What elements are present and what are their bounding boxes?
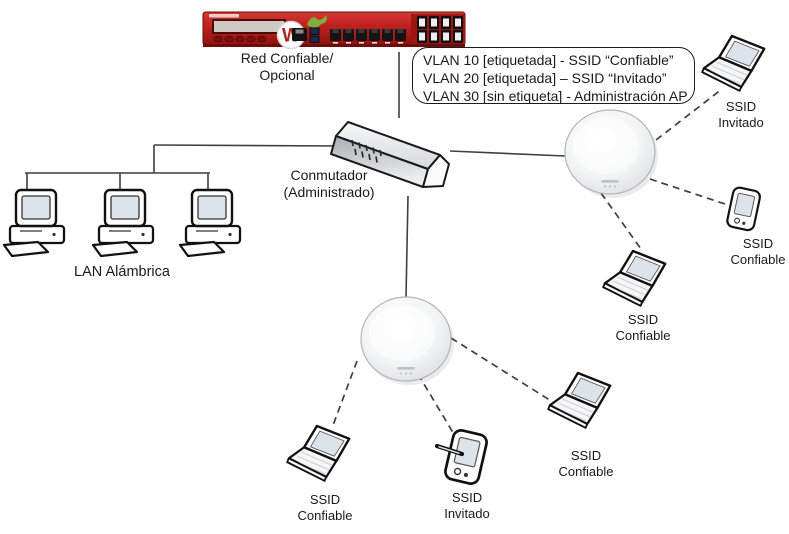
laptop-icon (546, 371, 612, 430)
endpoint-label-laptop-mid-right: SSID Confiable (615, 312, 671, 343)
firewall-port-block (417, 16, 463, 43)
endpoint-label-phone-bottom: SSID Invitado (444, 490, 490, 521)
link-switch-lan (153, 144, 345, 147)
firewall-ethernet-ports (330, 29, 406, 44)
lan-label: LAN Alámbrica (74, 264, 170, 280)
link-switch-ap2 (405, 195, 409, 298)
access-point-icon (564, 109, 659, 199)
link-switch-ap1 (449, 150, 566, 157)
desktop-pc-icon (2, 188, 66, 258)
firebox-logo-icon (307, 15, 327, 28)
wireless-link-ap1-laptop-top-right (655, 88, 723, 141)
access-point-icon (360, 296, 455, 386)
firewall-buttons (213, 35, 267, 43)
endpoint-label-phone-right: SSID Confiable (730, 236, 786, 267)
firewall-label: Red Confiable/ Opcional (240, 50, 334, 83)
switch-label: Conmutador (Administrado) (283, 167, 375, 200)
firewall-appliance-icon: W (202, 11, 466, 50)
firewall-base (203, 44, 465, 47)
laptop-icon (601, 249, 667, 308)
vlan-note: VLAN 10 [etiquetada] - SSID “Confiable” … (412, 47, 695, 104)
desktop-pc-icon (91, 188, 155, 258)
switch-icon (330, 121, 450, 188)
wireless-link-ap1-laptop-mid-right (600, 192, 642, 250)
firewall-lcd (212, 19, 286, 34)
endpoint-label-laptop-top-right: SSID Invitado (718, 99, 764, 130)
laptop-icon (285, 424, 351, 483)
firewall-mgmt-ports (292, 27, 320, 43)
endpoint-label-laptop-bottom-left: SSID Confiable (297, 492, 353, 523)
wireless-link-ap1-phone-right (649, 178, 738, 209)
switch-ports (351, 139, 382, 163)
wireless-connections (331, 88, 738, 442)
wireless-link-ap2-phone-bottom (417, 373, 459, 442)
phone-with-stylus-icon (434, 427, 490, 487)
firewall-brand-strip (209, 14, 239, 18)
wireless-link-ap2-laptop-bottom-left (331, 360, 358, 429)
vlan-line-3: VLAN 30 [sin etiqueta] - Administración … (423, 88, 688, 104)
vlan-line-2: VLAN 20 [etiquetada] – SSID “Invitado” (423, 70, 667, 86)
desktop-pc-icon (178, 188, 242, 258)
endpoint-label-laptop-bottom-right: SSID Confiable (558, 448, 614, 479)
wireless-link-ap2-laptop-bottom-right (450, 337, 557, 405)
laptop-icon (700, 34, 766, 93)
phone-icon (725, 185, 763, 233)
wired-connections (25, 52, 566, 298)
vlan-line-1: VLAN 10 [etiquetada] - SSID “Confiable” (423, 52, 674, 68)
